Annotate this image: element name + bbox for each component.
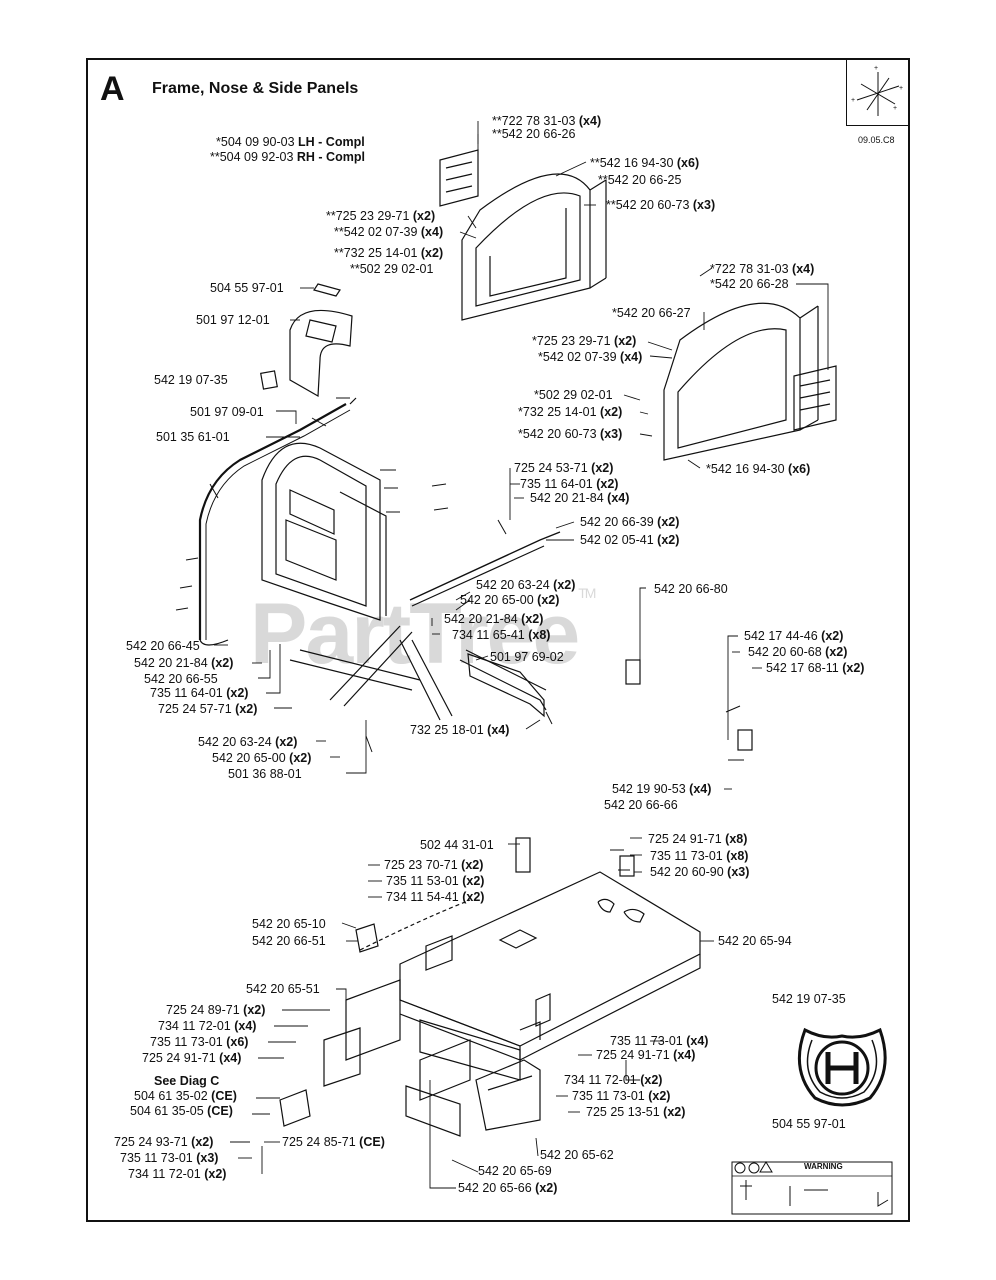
- callout-c58: 542 20 65-10: [252, 917, 326, 931]
- callout-c05: **542 16 94-30 (x6): [590, 156, 700, 170]
- callout-c63: 725 24 89-71 (x2): [166, 1003, 266, 1017]
- callout-c06: **542 20 66-25: [598, 173, 682, 187]
- callout-c22: *732 25 14-01 (x2): [518, 405, 623, 419]
- decal-warning-text: WARNING: [804, 1162, 843, 1171]
- callout-c24: *542 20 60-73 (x3): [518, 427, 623, 441]
- callout-c71: 504 61 35-02 (CE): [134, 1089, 237, 1103]
- callout-c44: 725 24 57-71 (x2): [158, 702, 258, 716]
- callout-c78: 735 11 73-01 (x3): [120, 1151, 219, 1165]
- callout-c46: 542 20 63-24 (x2): [198, 735, 298, 749]
- callout-c81: 734 11 72-01 (x2): [128, 1167, 227, 1181]
- callout-c53: 725 23 70-71 (x2): [384, 858, 484, 872]
- callout-c34: 542 20 21-84 (x2): [444, 612, 544, 626]
- callout-c30: 542 02 05-41 (x2): [580, 533, 680, 547]
- callout-c51: 502 44 31-01: [420, 838, 494, 852]
- orientation-compass-icon: + + + +: [846, 60, 908, 126]
- callout-c04: **504 09 92-03 RH - Compl: [210, 150, 365, 164]
- callout-c12: *722 78 31-03 (x4): [710, 262, 815, 276]
- callout-c67: 725 24 91-71 (x4): [142, 1051, 242, 1065]
- callout-c79: 542 20 65-62: [540, 1148, 614, 1162]
- callout-c20: *502 29 02-01: [534, 388, 613, 402]
- callout-c35: 734 11 65-41 (x8): [452, 628, 551, 642]
- svg-text:+: +: [899, 85, 903, 92]
- svg-text:+: +: [874, 65, 878, 72]
- callout-c55: 735 11 53-01 (x2): [386, 874, 485, 888]
- callout-c18: *542 02 07-39 (x4): [538, 350, 643, 364]
- callout-c64: 734 11 72-01 (x4): [158, 1019, 257, 1033]
- callout-c27: 735 11 64-01 (x2): [520, 477, 619, 491]
- callout-c45: 732 25 18-01 (x4): [410, 723, 510, 737]
- callout-c82: 542 20 65-66 (x2): [458, 1181, 558, 1195]
- callout-c33: 542 20 66-80: [654, 582, 728, 596]
- callout-c02: **542 20 66-26: [492, 127, 576, 141]
- callout-c32: 542 20 65-00 (x2): [460, 593, 560, 607]
- callout-c39: 542 20 66-45: [126, 639, 200, 653]
- svg-text:+: +: [893, 105, 897, 112]
- callout-c50: 542 20 66-66: [604, 798, 678, 812]
- callout-c26: 725 24 53-71 (x2): [514, 461, 614, 475]
- callout-c21: 501 97 09-01: [190, 405, 264, 419]
- callout-c16: *542 20 66-27: [612, 306, 691, 320]
- callout-c74: 725 25 13-51 (x2): [586, 1105, 686, 1119]
- callout-c61: 542 20 65-51: [246, 982, 320, 996]
- callout-c03: *504 09 90-03 LH - Compl: [216, 135, 365, 149]
- callout-c23: 501 35 61-01: [156, 430, 230, 444]
- callout-c73: 504 61 35-05 (CE): [130, 1104, 233, 1118]
- callout-c69: See Diag C: [154, 1074, 220, 1088]
- callout-c07: **542 20 60-73 (x3): [606, 198, 716, 212]
- callout-c42: 542 20 66-55: [144, 672, 218, 686]
- callout-c01: **722 78 31-03 (x4): [492, 114, 602, 128]
- callout-c72: 735 11 73-01 (x2): [572, 1089, 671, 1103]
- callout-c41: 542 20 21-84 (x2): [134, 656, 234, 670]
- callout-c48: 501 36 88-01: [228, 767, 302, 781]
- watermark: PartTreeTM: [250, 585, 596, 682]
- callout-c13: *542 20 66-28: [710, 277, 789, 291]
- callout-c19: 542 19 07-35: [154, 373, 228, 387]
- svg-text:+: +: [851, 97, 855, 104]
- callout-c40: 501 97 69-02: [490, 650, 564, 664]
- callout-c11: **502 29 02-01: [350, 262, 434, 276]
- diagram-border: [86, 58, 910, 1222]
- callout-c14: 504 55 97-01: [210, 281, 284, 295]
- callout-c17: *725 23 29-71 (x2): [532, 334, 637, 348]
- callout-c56: 542 20 60-90 (x3): [650, 865, 750, 879]
- callout-c75: 504 55 97-01: [772, 1117, 846, 1131]
- callout-c43: 735 11 64-01 (x2): [150, 686, 249, 700]
- section-letter: A: [100, 70, 125, 108]
- revision-date: 09.05.C8: [858, 135, 895, 145]
- callout-c25: *542 16 94-30 (x6): [706, 462, 811, 476]
- callout-c54: 735 11 73-01 (x8): [650, 849, 749, 863]
- callout-c15: 501 97 12-01: [196, 313, 270, 327]
- callout-c57: 734 11 54-41 (x2): [386, 890, 485, 904]
- callout-c28: 542 20 21-84 (x4): [530, 491, 630, 505]
- callout-c38: 542 17 68-11 (x2): [766, 661, 865, 675]
- callout-c09: **542 02 07-39 (x4): [334, 225, 444, 239]
- callout-c29: 542 20 66-39 (x2): [580, 515, 680, 529]
- callout-c37: 542 20 60-68 (x2): [748, 645, 848, 659]
- callout-c68: 725 24 91-71 (x4): [596, 1048, 696, 1062]
- callout-c70: 734 11 72-01 (x2): [564, 1073, 663, 1087]
- callout-c59: 542 20 66-51: [252, 934, 326, 948]
- callout-c52: 725 24 91-71 (x8): [648, 832, 748, 846]
- callout-c49: 542 19 90-53 (x4): [612, 782, 712, 796]
- callout-c36: 542 17 44-46 (x2): [744, 629, 844, 643]
- callout-c47: 542 20 65-00 (x2): [212, 751, 312, 765]
- callout-c66: 735 11 73-01 (x4): [610, 1034, 709, 1048]
- callout-c76: 725 24 93-71 (x2): [114, 1135, 214, 1149]
- callout-c62: 542 19 07-35: [772, 992, 846, 1006]
- callout-c65: 735 11 73-01 (x6): [150, 1035, 249, 1049]
- callout-c60: 542 20 65-94: [718, 934, 792, 948]
- page-title: Frame, Nose & Side Panels: [152, 80, 359, 97]
- callout-c10: **732 25 14-01 (x2): [334, 246, 444, 260]
- callout-c80: 542 20 65-69: [478, 1164, 552, 1178]
- callout-c08: **725 23 29-71 (x2): [326, 209, 436, 223]
- callout-c31: 542 20 63-24 (x2): [476, 578, 576, 592]
- callout-c77: 725 24 85-71 (CE): [282, 1135, 385, 1149]
